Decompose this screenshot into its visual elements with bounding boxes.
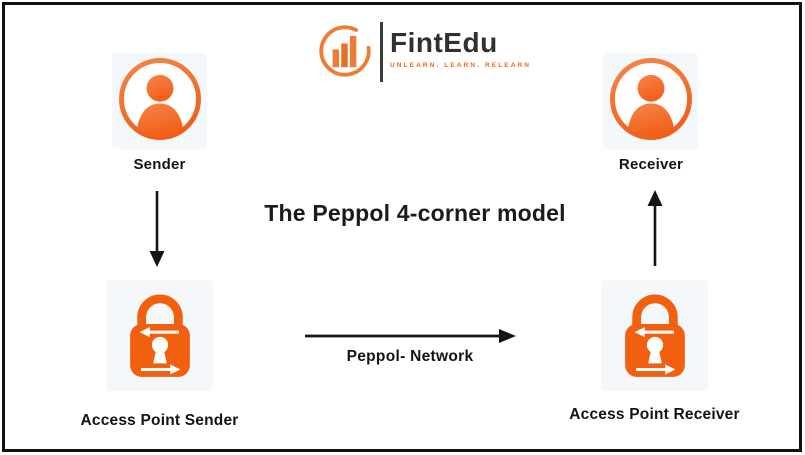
sender-icon-box xyxy=(112,53,207,149)
diagram-title: The Peppol 4-corner model xyxy=(264,200,566,226)
receiver-icon-box xyxy=(603,53,698,149)
arrow-down-sender-to-access-point xyxy=(146,189,168,274)
padlock-sync-icon xyxy=(126,286,194,386)
padlock-sync-icon xyxy=(621,286,689,386)
access-point-receiver-icon-box xyxy=(601,280,708,391)
arrow-up-access-point-to-receiver xyxy=(644,188,666,273)
access-point-sender-node: Access Point Sender xyxy=(81,280,238,429)
logo-divider xyxy=(380,22,383,82)
access-point-sender-icon-box xyxy=(106,280,213,391)
receiver-node: Receiver xyxy=(603,53,698,173)
person-icon xyxy=(117,56,203,147)
access-point-receiver-node: Access Point Receiver xyxy=(569,280,740,423)
logo-brand-text: FintEdu xyxy=(390,27,498,58)
sender-node: Sender xyxy=(112,53,207,173)
access-point-receiver-label: Access Point Receiver xyxy=(569,406,740,423)
fintedu-logo: FintEdu UNLEARN. LEARN. RELEARN xyxy=(318,22,531,84)
logo-tagline: UNLEARN. LEARN. RELEARN xyxy=(390,61,532,69)
peppol-network-label: Peppol- Network xyxy=(346,348,474,365)
person-icon xyxy=(608,56,694,147)
arrow-right-peppol-network xyxy=(303,327,518,350)
sender-label: Sender xyxy=(133,156,186,173)
receiver-label: Receiver xyxy=(618,156,684,173)
bar-chart-circle-icon xyxy=(318,22,372,84)
access-point-sender-label: Access Point Sender xyxy=(80,412,239,429)
